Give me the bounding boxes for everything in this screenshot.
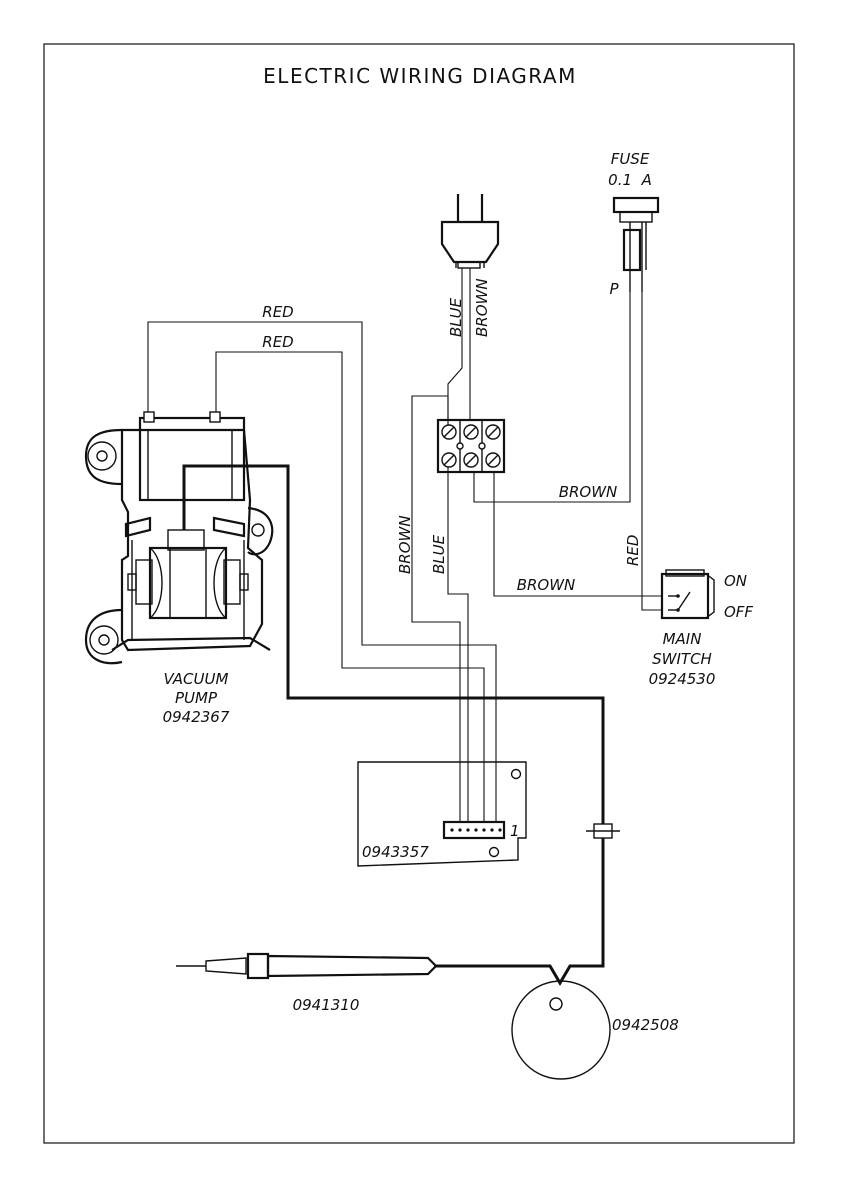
wire-terminal-to-fuse <box>474 292 630 502</box>
wire-board-blue <box>448 458 468 822</box>
power-plug <box>442 194 498 268</box>
pcb-pin1-label: 1 <box>510 822 520 840</box>
fuse-rating: 0.1 A <box>608 171 652 189</box>
pump-name-line2: PUMP <box>175 689 218 707</box>
wire-fuse-to-switch <box>642 292 662 610</box>
wire-plug-blue <box>448 268 462 420</box>
switch-off-label: OFF <box>724 603 753 621</box>
wire-red-inner <box>216 352 484 822</box>
sensor-wire <box>184 466 603 983</box>
pcb-code: 0943357 <box>362 843 429 861</box>
fuse <box>614 198 658 292</box>
switch-name-line2: SWITCH <box>652 650 712 668</box>
switch-on-label: ON <box>724 572 747 590</box>
wire-label-red-outer: RED <box>262 303 293 321</box>
sensor-disc <box>512 981 610 1079</box>
probe-code: 0941310 <box>293 996 360 1014</box>
fuse-terminal-label: P <box>609 280 619 298</box>
switch-code: 0924530 <box>649 670 716 688</box>
wire-label-plug-brown: BROWN <box>473 278 491 337</box>
pump-code: 0942367 <box>163 708 230 726</box>
wire-label-terminal-fuse: BROWN <box>559 483 618 501</box>
wire-label-plug-blue: BLUE <box>447 297 465 337</box>
main-switch <box>662 570 714 618</box>
wire-label-board-blue: BLUE <box>430 534 448 574</box>
diagram-title: ELECTRIC WIRING DIAGRAM <box>263 64 577 88</box>
wire-label-red-inner: RED <box>262 333 293 351</box>
page-frame <box>44 44 794 1143</box>
wire-label-board-brown: BROWN <box>396 515 414 574</box>
terminal-block <box>438 420 504 472</box>
pump-name-line1: VACUUM <box>164 670 229 688</box>
vacuum-pump <box>86 412 272 663</box>
switch-name-line1: MAIN <box>663 630 702 648</box>
sensor-disc-code: 0942508 <box>612 1016 679 1034</box>
wire-label-fuse-switch: RED <box>624 535 642 566</box>
fuse-label: FUSE <box>611 150 650 168</box>
wire-label-terminal-switch: BROWN <box>517 576 576 594</box>
probe <box>176 954 436 978</box>
